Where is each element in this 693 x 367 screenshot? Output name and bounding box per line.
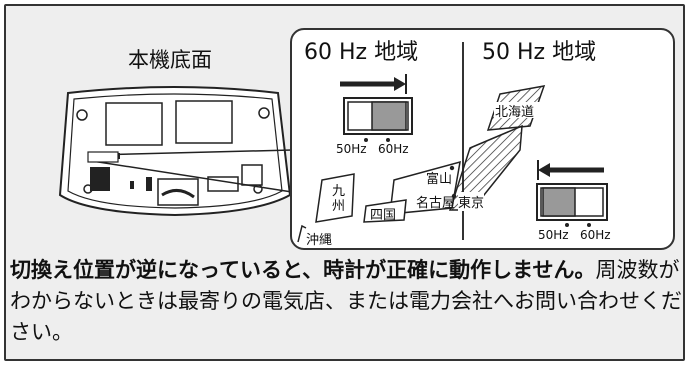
warning-message-normal: 周波数がわからないときは最寄りの電気店、または電力会社へお問い合わせください。 — [10, 258, 682, 344]
map-label-nagoya: 名古屋 — [416, 196, 456, 211]
frequency-region-diagram: 60 Hz 地域 50 Hz 地域 — [290, 28, 675, 250]
map-label-kyushu-2: 州 — [332, 199, 346, 214]
japan-map — [297, 74, 608, 243]
switch-label-50hz-left: 50Hz — [336, 142, 367, 156]
map-label-hokkaido: 北海道 — [495, 105, 535, 120]
map-label-toyama: 富山 — [426, 172, 453, 187]
map-label-shikoku: 四国 — [370, 208, 397, 223]
device-bottom-label: 本機底面 — [128, 48, 212, 72]
warning-message: 切換え位置が逆になっていると、時計が正確に動作しません。周波数がわからないときは… — [10, 255, 685, 348]
hz60-region-heading: 60 Hz 地域 — [304, 40, 419, 65]
warning-message-bold: 切換え位置が逆になっていると、時計が正確に動作しません。 — [10, 258, 596, 282]
map-label-tokyo: 東京 — [458, 192, 485, 211]
map-label-kyushu-1: 九 — [332, 184, 346, 199]
map-label-okinawa: 沖縄 — [306, 233, 333, 248]
switch-label-50hz-right: 50Hz — [538, 228, 569, 242]
region-divider — [462, 42, 464, 240]
hz50-region-heading: 50 Hz 地域 — [482, 40, 597, 65]
switch-label-60hz-left: 60Hz — [378, 142, 409, 156]
switch-label-60hz-right: 60Hz — [580, 228, 611, 242]
